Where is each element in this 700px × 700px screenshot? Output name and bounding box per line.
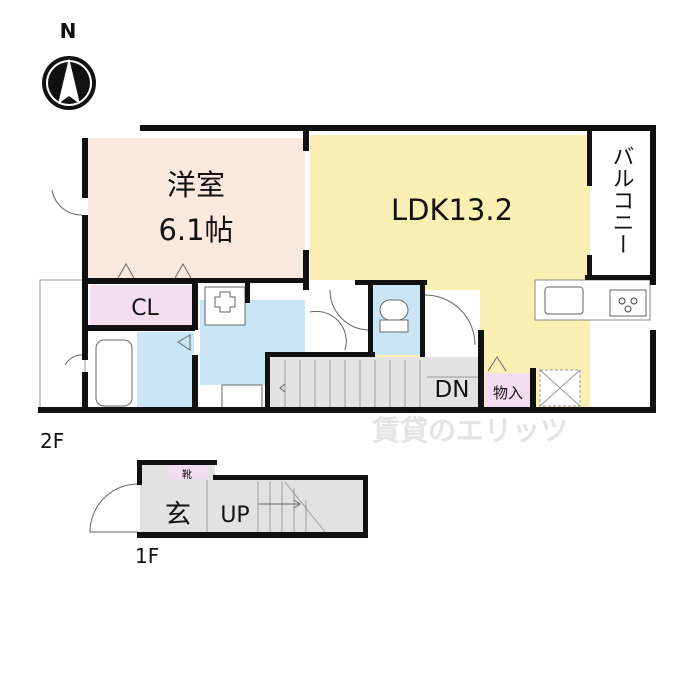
stairs-arrow-icon — [279, 383, 286, 393]
entrance-label: 玄 — [165, 500, 191, 530]
balcony — [590, 135, 652, 275]
entrance-door-swing — [89, 483, 139, 533]
closet — [90, 285, 192, 325]
stairs-up-label: UP — [220, 503, 249, 528]
floor-2-label: 2F — [40, 429, 64, 453]
door-swings — [51, 189, 507, 372]
shoe-box-label: 靴 — [182, 468, 192, 481]
dressing-area — [137, 332, 194, 410]
western-room-size: 6.1帖 — [158, 213, 233, 247]
watermark: 賃貸のエリッツ — [371, 414, 568, 447]
floor-1-label: 1F — [135, 544, 159, 568]
north-arrow-icon — [58, 58, 80, 104]
side-balcony — [39, 279, 86, 411]
toilet-icon — [379, 299, 409, 321]
washbasin-icon — [221, 384, 263, 410]
floor-1-plan: 靴 玄 UP — [89, 460, 368, 538]
bathtub-icon — [95, 339, 133, 407]
storage — [485, 373, 530, 408]
stairs-up-arrow-icon — [258, 499, 301, 509]
washing-machine-icon — [204, 286, 246, 326]
closet-label: CL — [131, 296, 159, 321]
compass-label: N — [60, 19, 77, 43]
shoe-box — [168, 465, 208, 479]
sink-icon — [544, 286, 584, 315]
western-room-name: 洋室 — [167, 168, 225, 202]
walls — [38, 125, 656, 413]
storage-label: 物入 — [493, 384, 523, 402]
western-room — [88, 138, 305, 278]
stairs-down-label: DN — [435, 377, 470, 403]
balcony-label: バルコニー — [609, 145, 634, 255]
north-compass: N — [42, 19, 96, 110]
ldk-label: LDK13.2 — [391, 193, 513, 227]
